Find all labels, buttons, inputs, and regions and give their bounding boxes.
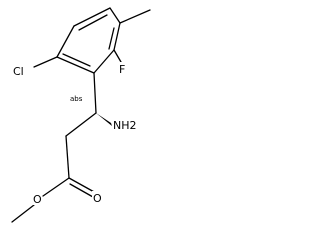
carbonyl-double-bond-inner — [69, 183, 94, 198]
aromatic-ring — [56, 7, 121, 74]
chlorine-label: Cl — [13, 65, 24, 78]
amine-label: NH2 — [113, 119, 137, 132]
ch2-to-carbonyl-bond — [65, 135, 70, 179]
ring-double-bond-inner-left — [62, 53, 91, 67]
ring-bond-top — [73, 7, 111, 27]
chemical-structure-diagram: F Cl abs NH2 O O — [11, 7, 151, 223]
carbonyl-oxygen-label: O — [93, 192, 102, 205]
ring-bond-right — [113, 22, 121, 51]
stereo-wedge-bond — [96, 113, 112, 126]
ring-bond-left — [56, 25, 75, 58]
chlorine-bond — [33, 56, 58, 68]
chlorine-label-background — [12, 64, 32, 77]
ring-double-bond-inner-top — [78, 14, 108, 31]
methyl-bond — [119, 9, 151, 24]
fluorine-label-background — [116, 62, 127, 75]
ring-double-bond-inner-right — [108, 27, 115, 50]
ester-oxygen-label-background — [32, 192, 42, 205]
ester-oxygen-label: O — [33, 193, 42, 206]
amine-label-background — [112, 118, 134, 131]
carbonyl-to-ester-oxygen-bond — [42, 177, 70, 197]
ring-bond-bottom-left — [56, 56, 95, 74]
carbonyl-double-bond-outer — [68, 177, 97, 194]
ring-to-stereocenter-bond — [93, 72, 97, 114]
stereo-abs-label: abs — [70, 95, 83, 103]
carbonyl-oxygen-label-background — [92, 191, 102, 204]
ring-bond-bottom-right — [93, 49, 115, 74]
fluorine-label: F — [119, 63, 125, 76]
stereocenter-to-ch2-bond — [65, 112, 97, 137]
ring-bond-top-right — [109, 7, 121, 24]
ester-oxygen-to-methyl-bond — [11, 204, 35, 223]
fluorine-bond — [113, 49, 122, 63]
